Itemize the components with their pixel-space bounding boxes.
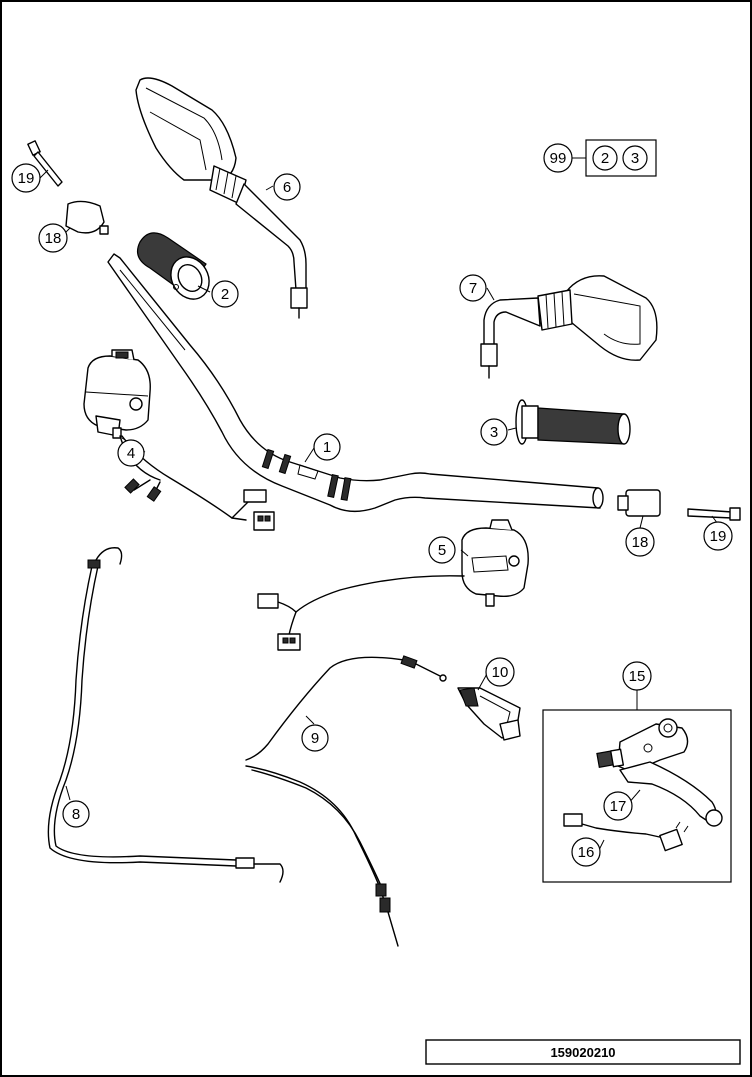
svg-text:6: 6 xyxy=(283,179,291,196)
svg-text:17: 17 xyxy=(610,798,627,815)
svg-text:8: 8 xyxy=(72,806,80,823)
svg-text:18: 18 xyxy=(45,230,62,247)
callout-16: 16 xyxy=(571,837,601,867)
callout-7: 7 xyxy=(459,274,487,302)
callout-3: 3 xyxy=(480,418,508,446)
callout-6: 6 xyxy=(273,173,301,201)
cable-icon xyxy=(245,655,447,947)
callout-5: 5 xyxy=(428,536,456,564)
svg-text:4: 4 xyxy=(127,445,135,462)
cover-icon xyxy=(457,687,521,741)
callout-15: 15 xyxy=(622,661,652,691)
svg-text:2: 2 xyxy=(601,150,609,167)
kit-box xyxy=(585,139,657,177)
svg-text:5: 5 xyxy=(438,542,446,559)
callout-4: 4 xyxy=(117,439,145,467)
callout-2: 2 xyxy=(211,280,239,308)
handlebar-icon xyxy=(107,253,604,513)
screw-icon xyxy=(687,507,741,521)
callout-8: 8 xyxy=(62,800,90,828)
drawing-number: 159020210 xyxy=(550,1045,615,1060)
callout-17: 17 xyxy=(603,791,633,821)
bar-end-icon xyxy=(65,200,109,235)
grip-icon xyxy=(137,232,210,300)
grip-icon xyxy=(515,399,631,445)
bar-end-icon xyxy=(617,489,661,517)
svg-text:3: 3 xyxy=(490,424,498,441)
svg-text:1: 1 xyxy=(323,439,331,456)
mirror-icon xyxy=(480,275,658,379)
callout-18-right: 18 xyxy=(625,527,655,557)
screw-icon xyxy=(27,140,63,187)
svg-text:16: 16 xyxy=(578,844,595,861)
callout-1: 1 xyxy=(313,433,341,461)
callout-18-left: 18 xyxy=(38,223,68,253)
callout-9: 9 xyxy=(301,724,329,752)
svg-text:2: 2 xyxy=(221,286,229,303)
svg-text:18: 18 xyxy=(632,534,649,551)
drawing-number-box xyxy=(425,1039,741,1065)
callout-19-right: 19 xyxy=(703,521,733,551)
callout-10: 10 xyxy=(485,657,515,687)
callout-kit-content-3: 3 xyxy=(622,145,648,171)
svg-text:15: 15 xyxy=(629,668,646,685)
cable-icon xyxy=(47,547,284,883)
handlebar-switch-icon xyxy=(257,519,529,651)
mirror-icon xyxy=(135,77,308,319)
svg-text:7: 7 xyxy=(469,280,477,297)
svg-text:19: 19 xyxy=(18,170,35,187)
callout-kit-99: 99 xyxy=(543,143,573,173)
callout-kit-content-2: 2 xyxy=(592,145,618,171)
callout-19-left: 19 xyxy=(11,163,41,193)
svg-text:10: 10 xyxy=(492,664,509,681)
lever-icon xyxy=(563,718,723,852)
svg-text:9: 9 xyxy=(311,730,319,747)
svg-text:19: 19 xyxy=(710,528,727,545)
svg-text:99: 99 xyxy=(550,150,567,167)
svg-text:3: 3 xyxy=(631,150,639,167)
